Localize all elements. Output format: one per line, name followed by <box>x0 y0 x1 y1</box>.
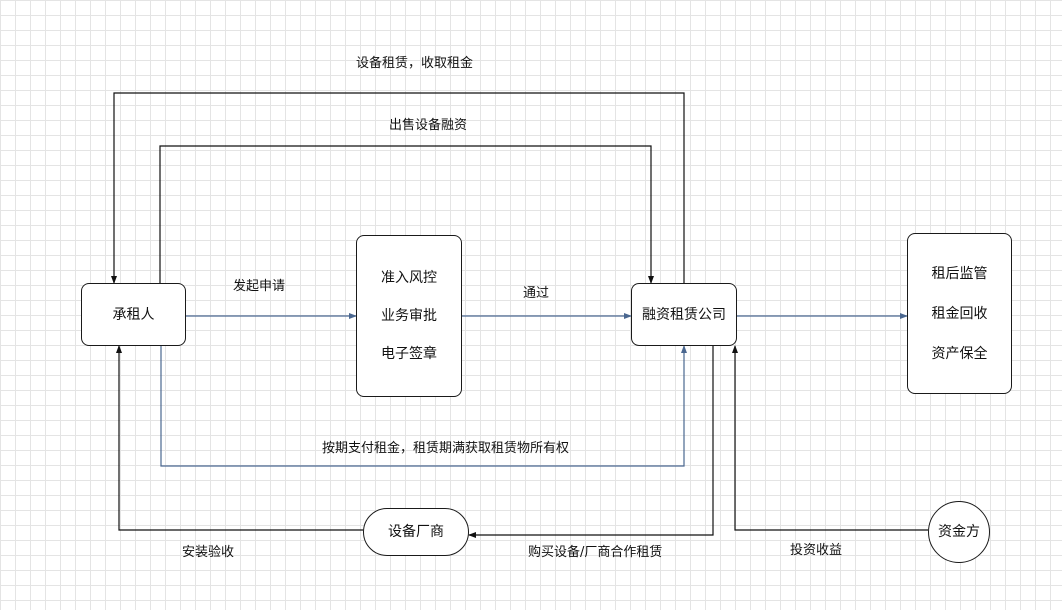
supplier-label: 设备厂商 <box>388 524 444 540</box>
lessee-node[interactable]: 承租人 <box>81 283 186 346</box>
label-equipment-lease: 设备租赁，收取租金 <box>356 56 474 71</box>
label-sale-financing: 出售设备融资 <box>389 118 468 133</box>
label-pay-rent: 按期支付租金，租赁期满获取租赁物所有权 <box>322 441 570 456</box>
edge-equipment-lease <box>111 92 687 290</box>
review-item: 电子签章 <box>381 346 437 362</box>
leasing-company-label: 融资租赁公司 <box>642 306 726 323</box>
edge-purchase <box>468 346 714 538</box>
post-lease-item: 租金回收 <box>931 305 988 322</box>
edge-sale-financing <box>157 145 654 290</box>
post-lease-node[interactable]: 租后监管 租金回收 资产保全 <box>907 233 1012 394</box>
edge-investment-return <box>732 345 928 531</box>
edge-install-accept <box>116 345 363 531</box>
edge-pay-rent <box>160 345 687 467</box>
review-node[interactable]: 准入风控 业务审批 电子签章 <box>356 235 462 397</box>
review-item: 业务审批 <box>381 308 437 324</box>
post-lease-item: 资产保全 <box>931 345 988 362</box>
lessee-label: 承租人 <box>112 306 155 323</box>
label-investment-return: 投资收益 <box>790 543 843 558</box>
post-lease-item: 租后监管 <box>931 265 988 282</box>
label-purchase: 购买设备/厂商合作租赁 <box>528 545 663 560</box>
investor-label: 资金方 <box>938 524 980 540</box>
review-item: 准入风控 <box>381 270 437 286</box>
investor-node[interactable]: 资金方 <box>928 501 990 563</box>
label-approved: 通过 <box>523 286 550 301</box>
label-apply: 发起申请 <box>233 279 286 294</box>
label-install-accept: 安装验收 <box>182 545 235 560</box>
supplier-node[interactable]: 设备厂商 <box>363 508 469 556</box>
leasing-company-node[interactable]: 融资租赁公司 <box>631 283 737 346</box>
